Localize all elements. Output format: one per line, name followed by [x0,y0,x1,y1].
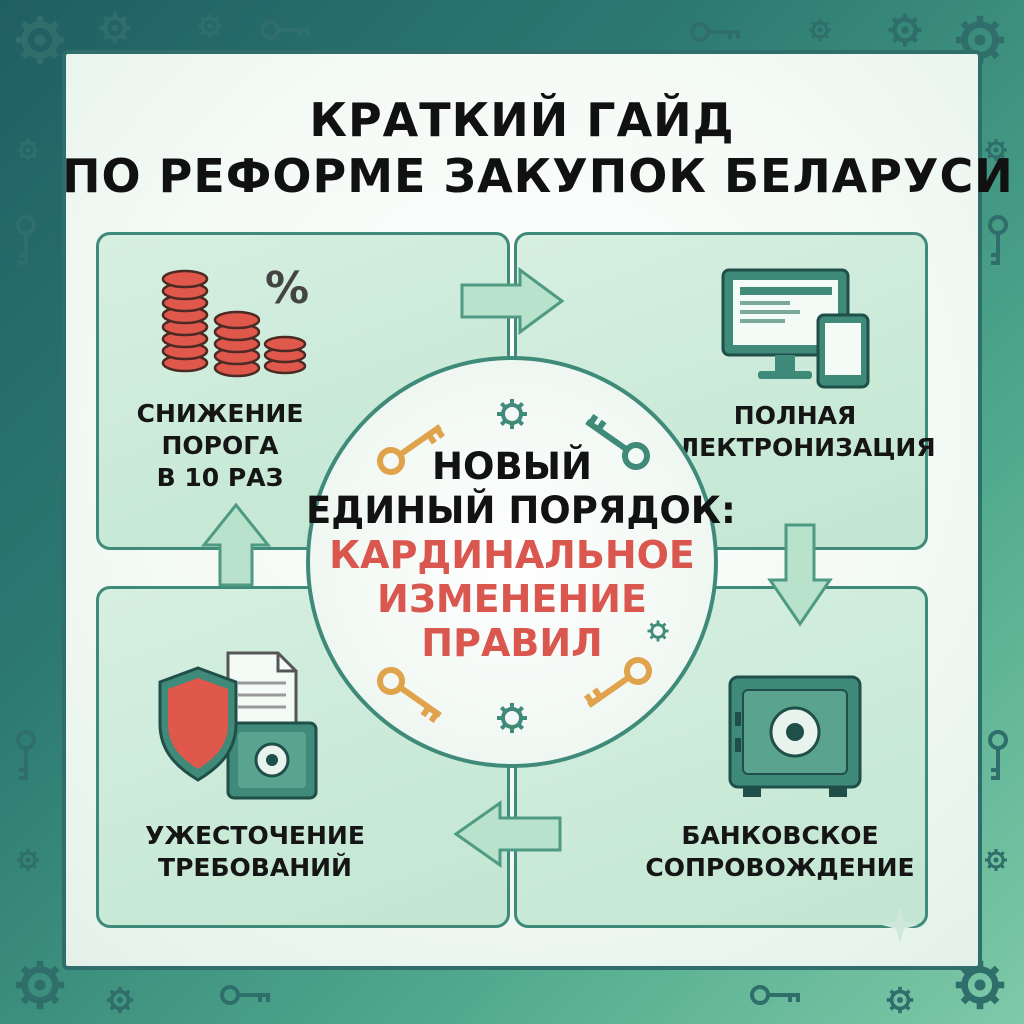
center-text: НОВЫЙ ЕДИНЫЙ ПОРЯДОК: КАРДИНАЛЬНОЕ ИЗМЕН… [306,445,736,665]
label-top-left-line-1: СНИЖЕНИЕ [136,399,304,428]
label-bottom-left-line-1: УЖЕСТОЧЕНИЕ [145,821,365,850]
center-line-2: ЕДИНЫЙ ПОРЯДОК: [306,489,736,532]
shield-document-safe-icon [158,651,318,800]
label-top-right: ПОЛНАЯ ЭЛЕКТРОНИЗАЦИЯ [660,400,936,464]
monitor-tablet-icon [721,268,870,389]
arrow-left-icon [453,800,562,868]
label-top-left: СНИЖЕНИЕ ПОРОГА В 10 РАЗ [120,398,320,494]
gear-icon [495,701,529,735]
label-bottom-right: БАНКОВСКОЕ СОПРОВОЖДЕНИЕ [645,820,915,884]
label-bottom-left-line-2: ТРЕБОВАНИЙ [158,853,352,882]
arrow-up-icon [200,502,272,587]
gear-icon [495,397,529,431]
svg-text:%: % [265,263,309,314]
key-icon [376,666,447,725]
center-line-4: ИЗМЕНЕНИЕ [377,577,647,621]
safe-icon [728,675,862,797]
arrow-down-icon [767,523,833,627]
center-line-5: ПРАВИЛ [421,621,603,665]
label-top-right-line-1: ПОЛНАЯ [733,401,857,430]
label-bottom-right-line-1: БАНКОВСКОЕ [681,821,879,850]
label-top-left-line-3: В 10 РАЗ [156,463,284,492]
arrow-right-icon [460,267,565,335]
sparkle-icon [882,907,918,943]
coins-percent-icon: % [161,263,309,378]
center-line-1: НОВЫЙ [432,445,592,488]
label-bottom-left: УЖЕСТОЧЕНИЕ ТРЕБОВАНИЙ [120,820,390,884]
label-top-right-line-2: ЭЛЕКТРОНИЗАЦИЯ [660,433,936,462]
center-line-3: КАРДИНАЛЬНОЕ [329,533,695,577]
page-title: КРАТКИЙ ГАЙД ПО РЕФОРМЕ ЗАКУПОК БЕЛАРУСИ [62,92,1014,204]
title-line-1: КРАТКИЙ ГАЙД [309,93,735,147]
label-top-left-line-2: ПОРОГА [161,431,279,460]
title-line-2: ПО РЕФОРМЕ ЗАКУПОК БЕЛАРУСИ [62,149,1014,203]
label-bottom-right-line-2: СОПРОВОЖДЕНИЕ [645,853,915,882]
